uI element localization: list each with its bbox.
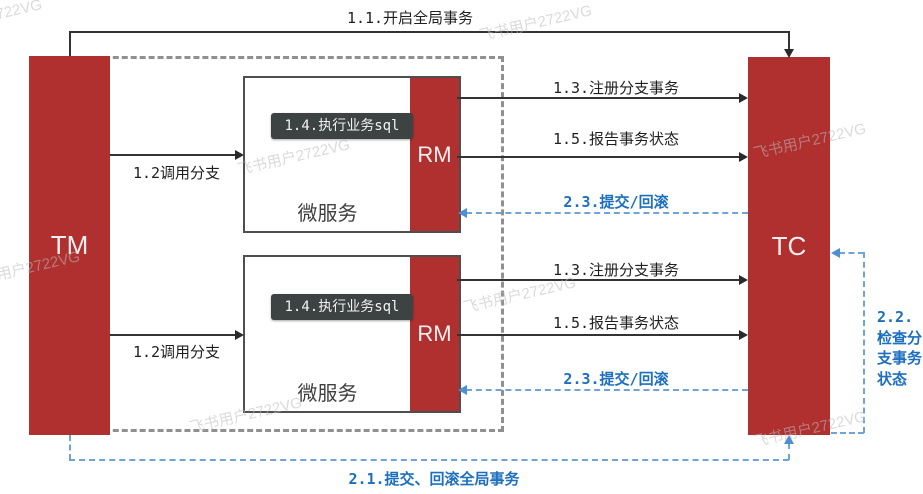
node-rm-top: RM bbox=[410, 78, 459, 231]
edge-label-register-branch-top: 1.3.注册分支事务 bbox=[552, 79, 680, 97]
edge-register-branch-top bbox=[457, 97, 739, 99]
edge-global-commit-segment-right bbox=[788, 443, 790, 460]
edge-label-report-status-bottom: 1.5.报告事务状态 bbox=[552, 314, 680, 332]
node-rm-bottom-label: RM bbox=[417, 321, 452, 346]
node-rm-top-label: RM bbox=[417, 141, 452, 167]
edge-invoke-branch-top bbox=[110, 154, 236, 156]
arrowhead-report-status-top bbox=[739, 152, 748, 162]
edge-label-report-status-top: 1.5.报告事务状态 bbox=[552, 130, 680, 148]
node-execute-sql-top: 1.4.执行业务sql bbox=[271, 113, 413, 139]
arrowhead-commit-rollback-top bbox=[458, 208, 467, 218]
edge-begin-global-segment-top bbox=[69, 31, 789, 33]
edge-label-invoke-branch-top: 1.2调用分支 bbox=[132, 164, 221, 182]
edge-label-commit-rollback-bottom: 2.3.提交/回滚 bbox=[563, 370, 669, 388]
edge-report-status-top bbox=[457, 156, 739, 158]
watermark: 飞书用户2722VG bbox=[0, 0, 44, 39]
arrowhead-check-status bbox=[831, 248, 840, 258]
edge-label-invoke-branch-bottom: 1.2调用分支 bbox=[132, 343, 221, 361]
arrowhead-register-branch-bottom bbox=[739, 275, 748, 285]
node-microservice-top-label: 微服务 bbox=[297, 201, 358, 225]
node-tc: TC bbox=[748, 57, 830, 435]
edge-check-status-segment-top bbox=[839, 252, 864, 254]
arrowhead-report-status-bottom bbox=[739, 330, 748, 340]
edge-label-register-branch-bottom: 1.3.注册分支事务 bbox=[552, 261, 680, 279]
edge-begin-global-segment-left bbox=[69, 31, 71, 56]
node-microservice-bottom-label: 微服务 bbox=[297, 381, 358, 405]
arrowhead-invoke-branch-top bbox=[235, 150, 244, 160]
arrowhead-commit-rollback-bottom bbox=[458, 385, 467, 395]
arrowhead-register-branch-top bbox=[739, 93, 748, 103]
edge-commit-rollback-top bbox=[466, 212, 748, 214]
node-rm-bottom: RM bbox=[410, 257, 459, 411]
edge-report-status-bottom bbox=[457, 334, 739, 336]
edge-invoke-branch-bottom bbox=[110, 334, 236, 336]
edge-check-status-segment-bottom bbox=[831, 432, 864, 434]
node-microservice-top: RM 1.4.执行业务sql 微服务 bbox=[243, 76, 461, 233]
arrowhead-into-tc-bottom bbox=[784, 435, 794, 444]
edge-label-global-commit: 2.1.提交、回滚全局事务 bbox=[348, 470, 520, 488]
arrowhead-into-tc-top bbox=[784, 49, 794, 58]
edge-label-commit-rollback-top: 2.3.提交/回滚 bbox=[563, 193, 669, 211]
edge-label-begin-global: 1.1.开启全局事务 bbox=[346, 9, 474, 27]
edge-label-check-status: 2.2.检查分支事务状态 bbox=[877, 308, 923, 389]
node-microservice-bottom: RM 1.4.执行业务sql 微服务 bbox=[243, 255, 461, 413]
arrowhead-invoke-branch-bottom bbox=[235, 330, 244, 340]
node-tc-label: TC bbox=[771, 230, 807, 261]
node-tm-label: TM bbox=[50, 230, 89, 260]
edge-commit-rollback-bottom bbox=[466, 389, 748, 391]
node-tm: TM bbox=[29, 56, 110, 435]
edge-check-status-segment-right bbox=[863, 252, 865, 433]
node-execute-sql-bottom: 1.4.执行业务sql bbox=[271, 294, 413, 320]
edge-global-commit-segment-bottom bbox=[69, 459, 789, 461]
edge-register-branch-bottom bbox=[457, 279, 739, 281]
edge-global-commit-segment-left bbox=[69, 435, 71, 460]
edge-begin-global-segment-right bbox=[788, 31, 790, 50]
